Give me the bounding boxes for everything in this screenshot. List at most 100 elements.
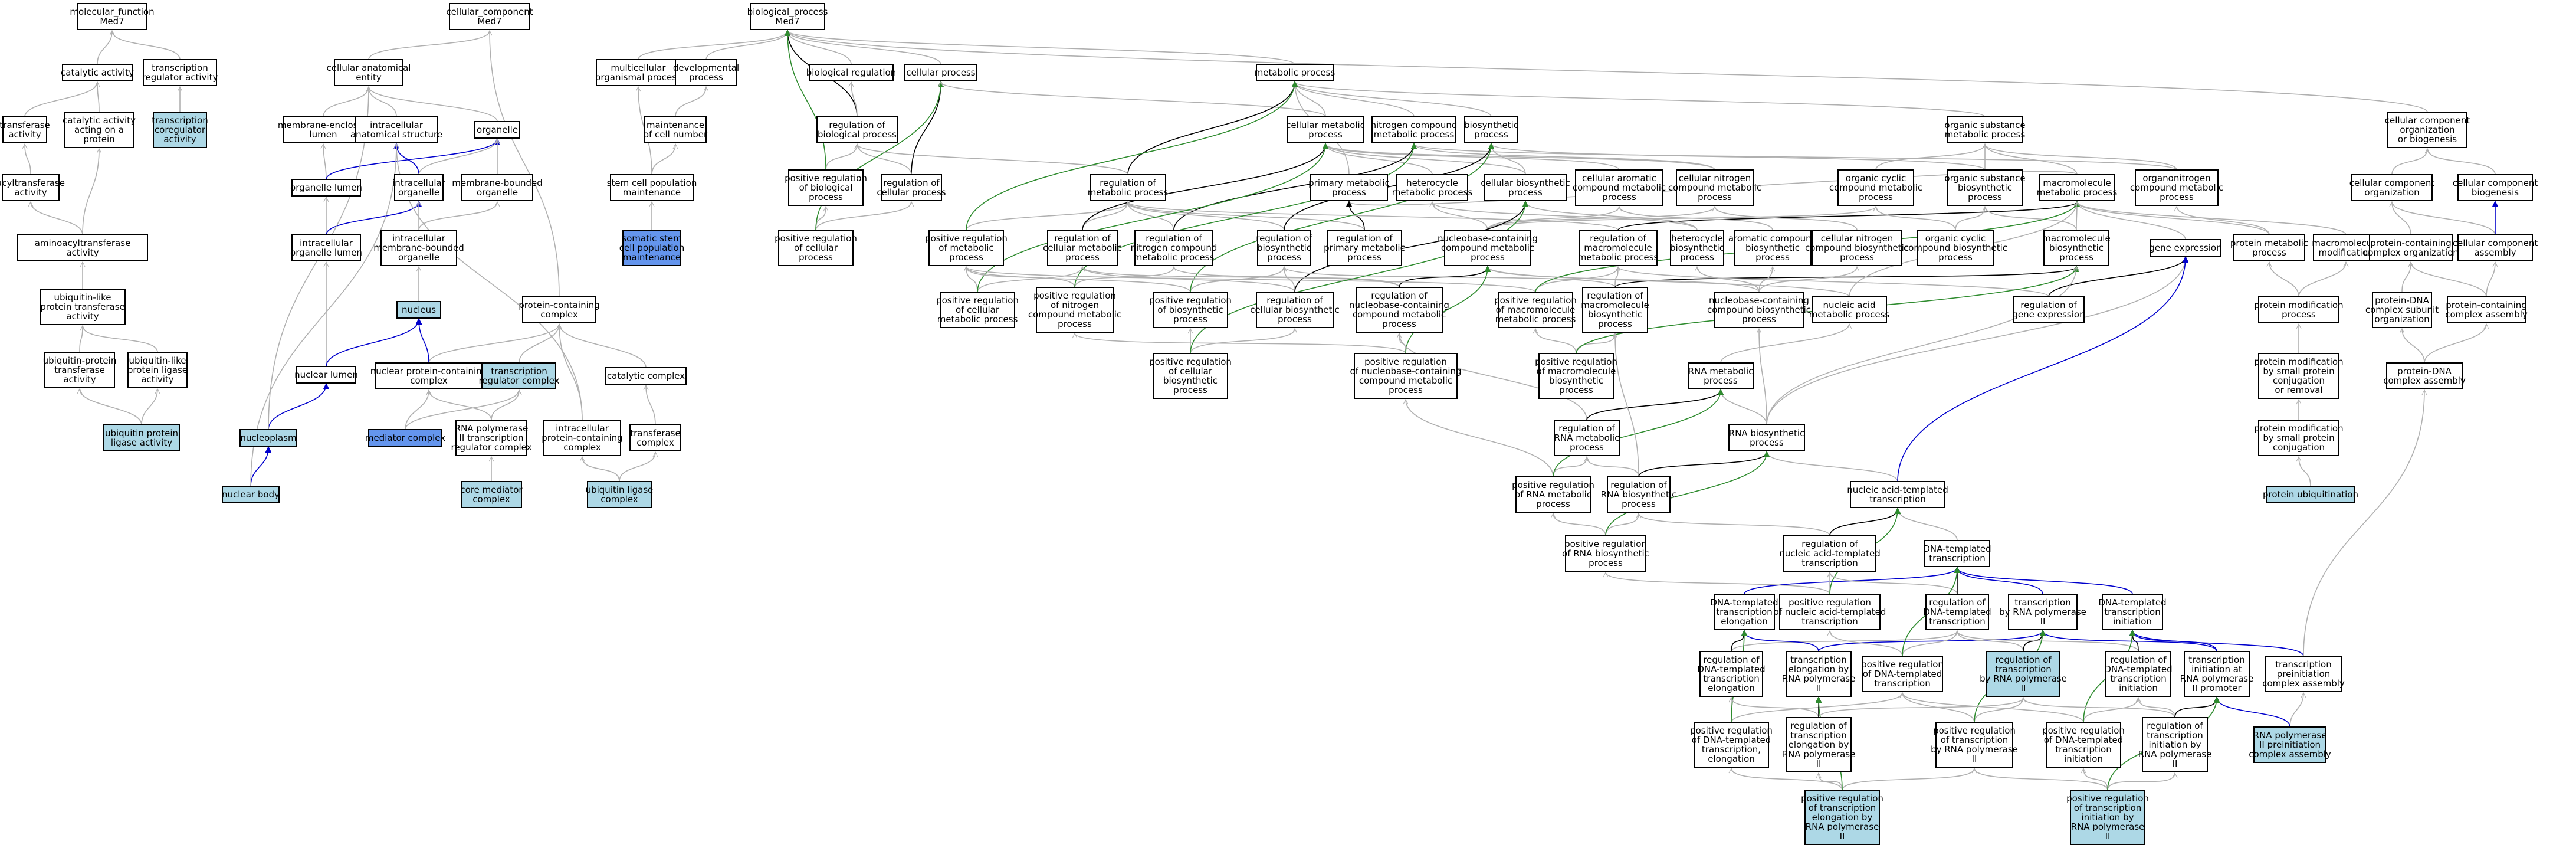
go-term-mediator-complex[interactable]: mediator complex: [365, 429, 445, 447]
go-term-gene-expression[interactable]: gene expression: [2149, 239, 2222, 257]
go-term-organelle[interactable]: organelle: [474, 121, 520, 139]
go-term-regulation-of-nucleobase-containing-compound-metabolic-process[interactable]: regulation ofnucleobase-containingcompou…: [1349, 287, 1449, 333]
go-term-biological-regulation[interactable]: biological regulation: [806, 64, 896, 81]
go-term-regulation-of-dna-templated-transcription-initiation[interactable]: regulation ofDNA-templatedtranscriptioni…: [2104, 651, 2173, 697]
go-term-nuclear-body[interactable]: nuclear body: [222, 486, 280, 503]
go-term-regulation-of-macromolecule-biosynthetic-process[interactable]: regulation ofmacromoleculebiosyntheticpr…: [1581, 287, 1649, 333]
go-term-organelle-lumen[interactable]: organelle lumen: [290, 179, 362, 197]
go-term-cellular-process[interactable]: cellular process: [904, 64, 977, 81]
go-term-nucleus[interactable]: nucleus: [396, 301, 441, 319]
go-term-metabolic-process[interactable]: metabolic process: [1255, 64, 1335, 81]
go-term-nucleoplasm[interactable]: nucleoplasm: [239, 429, 297, 447]
go-term-nuclear-lumen[interactable]: nuclear lumen: [294, 366, 358, 384]
go-term-protein-ubiquitination[interactable]: protein ubiquitination: [2263, 486, 2358, 503]
